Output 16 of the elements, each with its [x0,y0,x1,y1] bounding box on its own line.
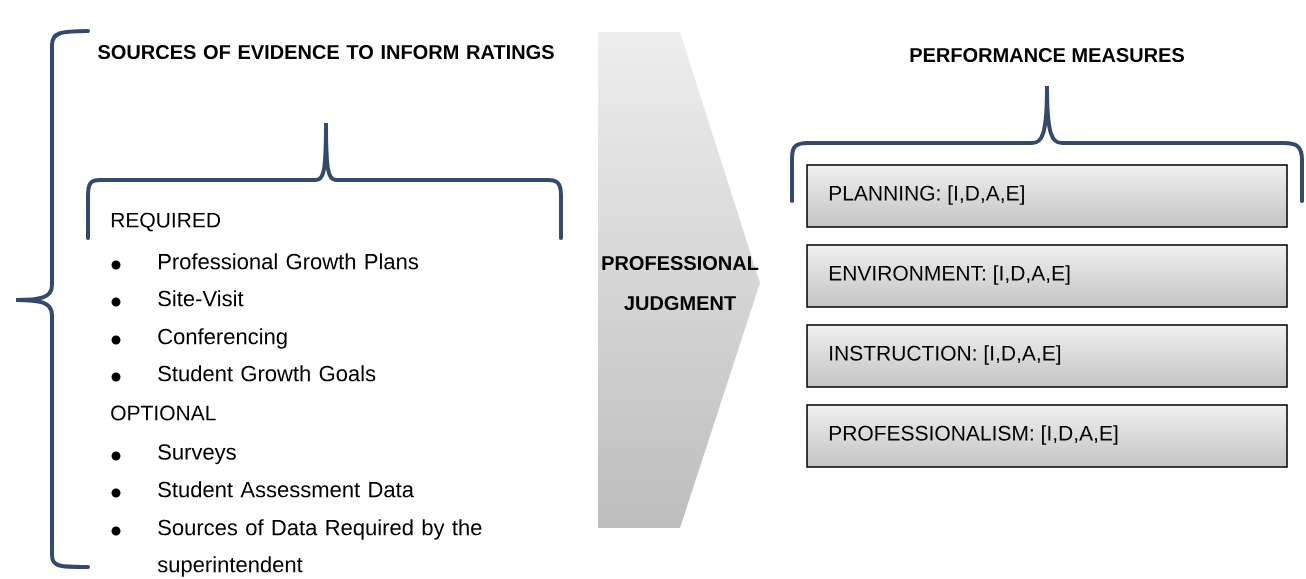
list-item: Student Assessment Data [111,481,414,498]
list-item: Conferencing [111,328,287,349]
rating-box: PLANNING: [I,D,A,E] [806,164,1288,228]
list-item: Surveys [111,444,236,465]
rating-box: ENVIRONMENT: [I,D,A,E] [806,244,1288,308]
heading: PERFORMANCE MEASURES [910,47,1184,63]
list-item: Student Growth Goals [111,365,376,382]
list-item: Sources of Data Required by the superintendent [111,519,482,577]
chevron-arrow: PROFESSIONAL JUDGMENT [602,255,759,311]
section-label: OPTIONAL [111,405,216,421]
section-label: REQUIRED [111,212,221,232]
rating-box: PROFESSIONALISM: [I,D,A,E] [806,404,1288,468]
rating-box: INSTRUCTION: [I,D,A,E] [806,324,1288,388]
list-item: Professional Growth Plans [111,253,419,270]
heading: SOURCES OF EVIDENCE TO INFORM RATINGS [98,44,554,60]
list-item: Site-Visit [111,290,244,307]
